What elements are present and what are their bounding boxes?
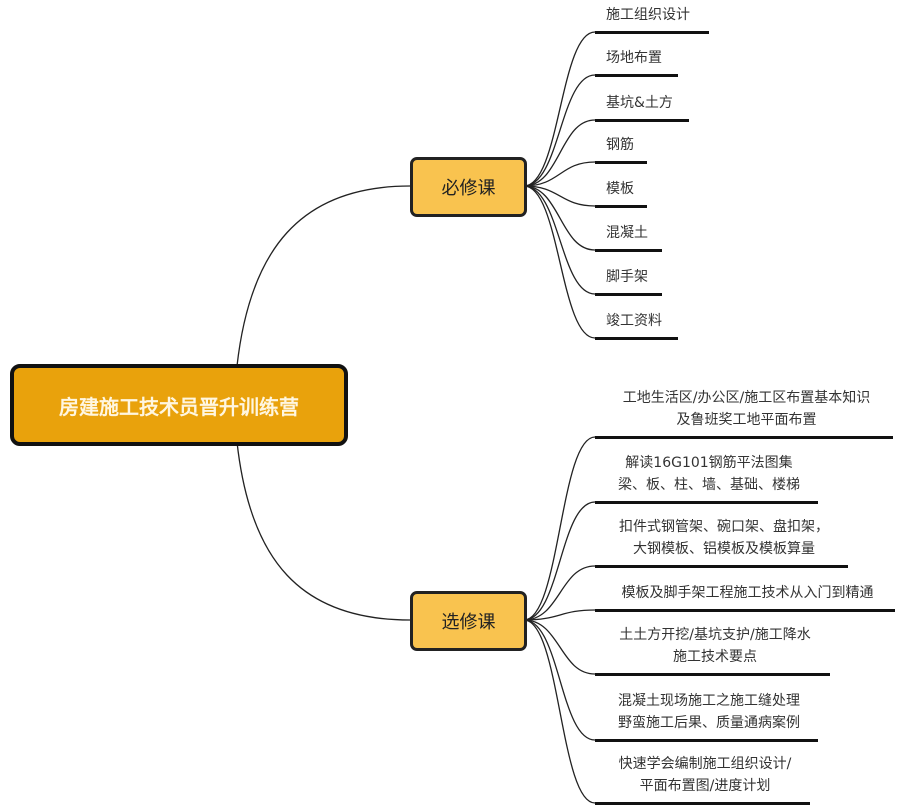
leaf-topic[interactable]: 竣工资料 xyxy=(606,313,662,329)
branch-to-leaf-line xyxy=(523,501,596,621)
branch-to-leaf-line xyxy=(523,609,596,621)
leaf-underline xyxy=(595,501,818,504)
branch-elective[interactable]: 选修课 xyxy=(410,591,527,651)
leaf-topic[interactable]: 钢筋 xyxy=(606,137,634,153)
leaf-topic[interactable]: 脚手架 xyxy=(606,269,648,285)
branch-to-leaf-line xyxy=(523,436,596,621)
leaf-underline xyxy=(595,31,709,34)
leaf-underline xyxy=(595,436,893,439)
leaf-underline xyxy=(595,673,830,676)
leaf-underline xyxy=(595,119,689,122)
leaf-topic[interactable]: 土土方开挖/基坑支护/施工降水 施工技术要点 xyxy=(619,627,811,665)
branch-label: 必修课 xyxy=(441,178,496,199)
leaf-topic[interactable]: 工地生活区/办公区/施工区布置基本知识 及鲁班奖工地平面布置 xyxy=(622,390,871,428)
root-to-elective-line xyxy=(236,441,411,621)
leaf-underline xyxy=(595,565,848,568)
leaf-topic[interactable]: 基坑&土方 xyxy=(606,95,673,111)
leaf-topic[interactable]: 混凝土现场施工之施工缝处理 野蛮施工后果、质量通病案例 xyxy=(618,693,800,731)
root-label: 房建施工技术员晋升训练营 xyxy=(59,394,299,419)
branch-to-leaf-line xyxy=(523,31,596,187)
leaf-topic[interactable]: 施工组织设计 xyxy=(606,7,690,23)
branch-to-leaf-line xyxy=(523,619,596,675)
branch-to-leaf-line xyxy=(523,619,596,804)
branch-required[interactable]: 必修课 xyxy=(410,157,527,217)
leaf-topic[interactable]: 解读16G101钢筋平法图集 梁、板、柱、墙、基础、楼梯 xyxy=(618,455,800,493)
branch-label: 选修课 xyxy=(441,612,496,633)
leaf-underline xyxy=(595,293,662,296)
leaf-underline xyxy=(595,739,818,742)
branch-to-leaf-line xyxy=(523,619,596,741)
leaf-underline xyxy=(595,609,895,612)
leaf-topic[interactable]: 模板及脚手架工程施工技术从入门到精通 xyxy=(621,585,874,601)
branch-to-leaf-line xyxy=(523,119,596,187)
branch-to-leaf-line xyxy=(523,185,596,295)
leaf-underline xyxy=(595,249,662,252)
leaf-topic[interactable]: 模板 xyxy=(606,181,634,197)
leaf-topic[interactable]: 扣件式钢管架、碗口架、盘扣架， 大钢模板、铝模板及模板算量 xyxy=(619,519,829,557)
leaf-underline xyxy=(595,205,647,208)
leaf-topic[interactable]: 场地布置 xyxy=(606,50,662,66)
leaf-topic[interactable]: 快速学会编制施工组织设计/ 平面布置图/进度计划 xyxy=(618,756,792,794)
leaf-underline xyxy=(595,337,678,340)
branch-to-leaf-line xyxy=(523,565,596,621)
branch-to-leaf-line xyxy=(523,185,596,251)
branch-to-leaf-line xyxy=(523,74,596,187)
branch-to-leaf-line xyxy=(523,185,596,339)
leaf-underline xyxy=(595,74,678,77)
branch-to-leaf-line xyxy=(523,185,596,207)
leaf-underline xyxy=(595,802,810,805)
leaf-topic[interactable]: 混凝土 xyxy=(606,225,648,241)
branch-to-leaf-line xyxy=(523,161,596,187)
leaf-underline xyxy=(595,161,647,164)
root-to-required-line xyxy=(236,185,411,367)
root-node[interactable]: 房建施工技术员晋升训练营 xyxy=(10,364,348,446)
